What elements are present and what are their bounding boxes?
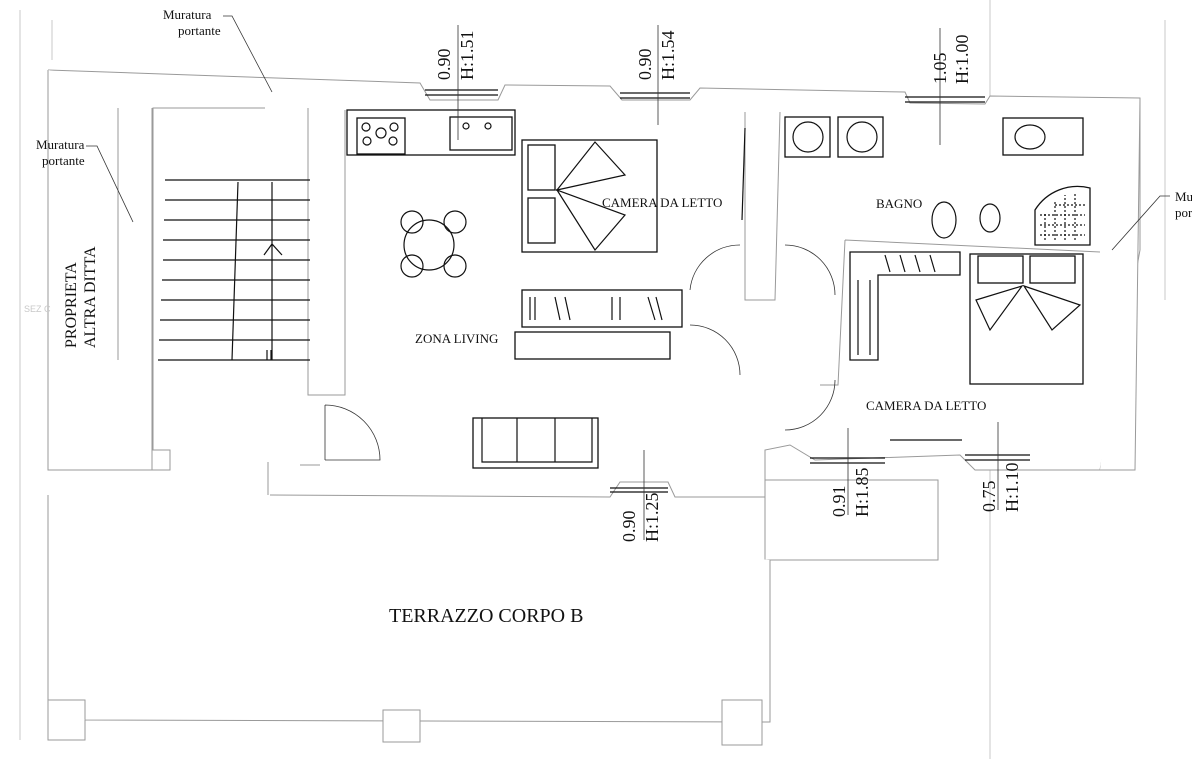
window-height: H:1.10 (1002, 463, 1022, 513)
bed-2 (849, 251, 1084, 441)
room-camera-1: CAMERA DA LETTO (602, 195, 722, 210)
room-terrazzo: TERRAZZO CORPO B (389, 605, 583, 627)
window-height: H:1.25 (642, 493, 662, 543)
window-height: H:1.00 (952, 35, 972, 85)
window-width: 1.05 (930, 53, 950, 85)
window-width: 0.91 (829, 486, 849, 518)
window-height: H:1.54 (658, 31, 678, 81)
window-width: 0.90 (434, 49, 454, 81)
sofa (472, 417, 599, 469)
leader-lines (86, 15, 1170, 540)
proprieta-label-1: PROPRIETA (63, 262, 80, 348)
window-symbols (425, 89, 1030, 493)
bathroom-fixtures (784, 116, 1091, 246)
muratura-label-top-2: portante (178, 23, 221, 38)
proprieta-label-2: ALTRA DITTA (82, 246, 99, 348)
muratura-label-top-1: Muratura (163, 7, 212, 22)
muratura-label-left-2: portante (42, 153, 85, 168)
muratura-label-right-2: port (1175, 205, 1192, 220)
staircase (158, 179, 310, 361)
dining-table (400, 210, 467, 278)
section-marker: SEZ C (24, 304, 51, 314)
window-width: 0.90 (635, 49, 655, 81)
muratura-label-right-1: Mu (1175, 189, 1192, 204)
window-height: H:1.51 (457, 31, 477, 81)
room-bagno: BAGNO (876, 196, 922, 211)
kitchen (346, 109, 516, 156)
doors (324, 244, 836, 461)
bed-1 (514, 127, 746, 360)
annotations: Muratura portante Muratura portante Mu p… (24, 7, 1192, 627)
window-width: 0.90 (619, 511, 639, 543)
room-zona-living: ZONA LIVING (415, 331, 498, 346)
room-camera-2: CAMERA DA LETTO (866, 398, 986, 413)
guide-lines (19, 0, 1166, 759)
window-height: H:1.85 (852, 468, 872, 518)
window-width: 0.75 (979, 481, 999, 513)
muratura-label-left-1: Muratura (36, 137, 85, 152)
